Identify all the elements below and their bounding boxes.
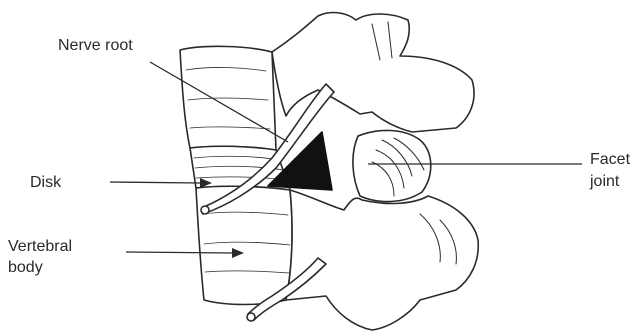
facet-joint-region — [353, 130, 431, 201]
vertebral-body-label-line1: Vertebral — [8, 237, 72, 256]
disk-pointer — [110, 182, 200, 183]
nerve-root-label: Nerve root — [58, 36, 133, 55]
facet-joint-label-line2: joint — [590, 172, 619, 191]
disk-label: Disk — [30, 173, 61, 192]
lower-posterior-elements — [286, 190, 478, 330]
facet-joint-label-line1: Facet — [590, 150, 630, 169]
vertebral-body-label-line2: body — [8, 258, 43, 277]
